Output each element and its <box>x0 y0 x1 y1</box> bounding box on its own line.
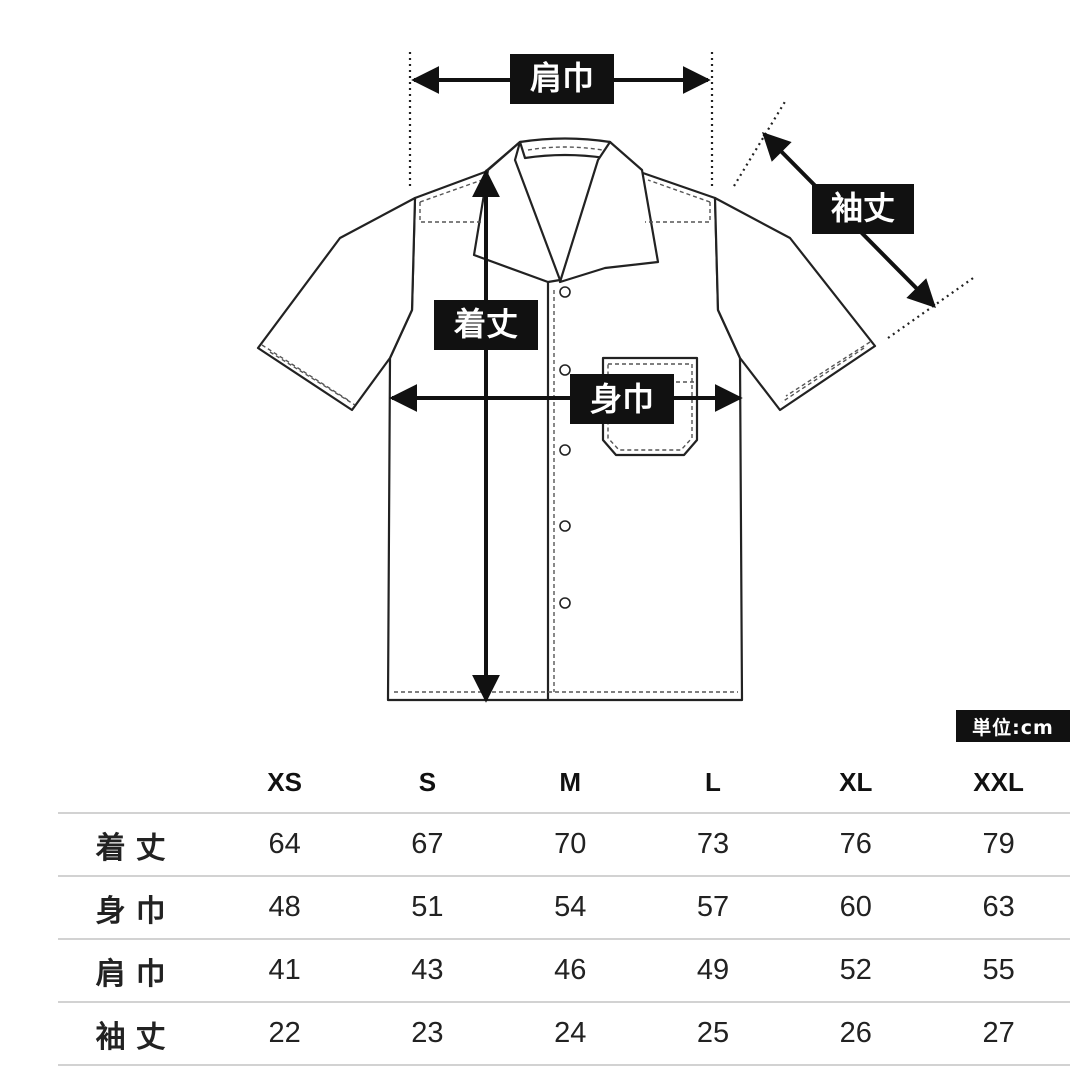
size-header-row: XS S M L XL XXL <box>58 752 1070 813</box>
right-lapel <box>558 140 660 284</box>
table-cell: 41 <box>213 938 356 1002</box>
table-cell: 51 <box>356 875 499 939</box>
table-cell: 63 <box>927 875 1070 939</box>
header-corner <box>58 752 213 813</box>
table-row: 着丈 64 67 70 73 76 79 <box>58 812 1070 876</box>
table-cell: 70 <box>498 812 642 876</box>
table-row: 身巾 48 51 54 57 60 63 <box>58 875 1070 939</box>
row-label: 着丈 <box>58 812 214 876</box>
table-cell: 73 <box>641 812 785 876</box>
size-header: XXL <box>973 766 1024 797</box>
table-cell: 76 <box>784 812 928 876</box>
stitch-lines <box>261 146 871 693</box>
label-sleeve: 袖丈 <box>812 184 914 234</box>
svg-text:袖丈: 袖丈 <box>831 189 895 227</box>
table-cell: 23 <box>356 1001 499 1066</box>
size-header: M <box>559 766 582 797</box>
table-row: 袖丈 22 23 24 25 26 27 <box>58 1001 1070 1066</box>
label-width: 身巾 <box>570 374 674 424</box>
table-cell: 60 <box>784 875 928 939</box>
size-table: XS S M L XL XXL 着丈 64 67 70 73 76 79 身巾 … <box>58 752 1070 1066</box>
table-cell: 22 <box>213 1001 356 1066</box>
unit-badge: 単位:cm <box>956 710 1070 742</box>
label-shoulder: 肩巾 <box>510 54 614 104</box>
left-sleeve <box>256 196 417 412</box>
label-length: 着丈 <box>434 300 538 350</box>
size-header: XS <box>267 766 302 797</box>
row-label: 肩巾 <box>58 938 214 1002</box>
svg-text:着丈: 着丈 <box>453 305 518 343</box>
shirt-illustration <box>256 137 877 702</box>
table-cell: 25 <box>641 1001 785 1066</box>
table-cell: 43 <box>356 938 499 1002</box>
size-header: S <box>418 766 437 797</box>
table-cell: 26 <box>784 1001 928 1066</box>
collar-band <box>518 137 612 160</box>
table-cell: 49 <box>641 938 785 1002</box>
table-cell: 27 <box>927 1001 1070 1066</box>
table-cell: 64 <box>213 812 356 876</box>
table-cell: 24 <box>498 1001 642 1066</box>
table-cell: 79 <box>927 812 1070 876</box>
table-cell: 52 <box>784 938 928 1002</box>
row-label: 袖丈 <box>58 1001 214 1066</box>
table-cell: 46 <box>498 938 642 1002</box>
svg-text:肩巾: 肩巾 <box>530 59 594 97</box>
buttons <box>559 286 571 609</box>
table-cell: 54 <box>498 875 642 939</box>
size-header: XL <box>839 766 873 797</box>
table-cell: 55 <box>927 938 1070 1002</box>
shirt-measurement-diagram: 肩巾 袖丈 着丈 身巾 <box>256 52 977 703</box>
svg-text:身巾: 身巾 <box>590 380 654 418</box>
table-cell: 67 <box>356 812 499 876</box>
table-row: 肩巾 41 43 46 49 52 55 <box>58 938 1070 1002</box>
table-cell: 48 <box>213 875 356 939</box>
table-cell: 57 <box>641 875 785 939</box>
size-header: L <box>705 766 721 797</box>
shoulder-guides <box>408 52 977 339</box>
row-label: 身巾 <box>58 875 214 939</box>
